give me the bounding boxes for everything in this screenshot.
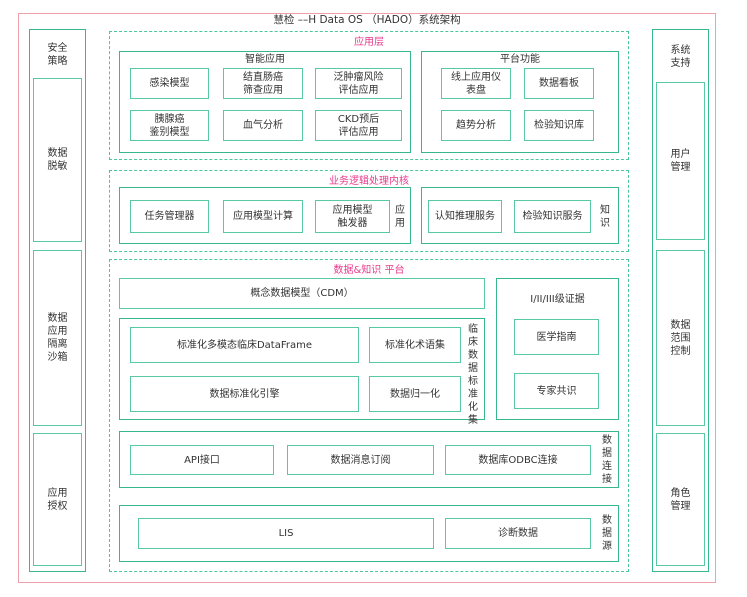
pan-tumor-risk-box: 泛肿瘤风险 评估应用: [315, 68, 402, 99]
data-board-box: 数据看板: [524, 68, 594, 99]
ckd-prognosis-box: CKD预后 评估应用: [315, 110, 402, 141]
role-management-box: 角色 管理: [656, 433, 705, 566]
terminology-set-box: 标准化术语集: [369, 327, 461, 363]
system-support-heading: 系统 支持: [670, 45, 691, 69]
dashboard-online-box: 线上应用仪 表盘: [441, 68, 511, 99]
app-authorization-box: 应用 授权: [33, 433, 82, 566]
lis-box: LIS: [138, 518, 434, 549]
cognitive-reasoning-box: 认知推理服务: [428, 200, 502, 233]
expert-consensus-box: 专家共识: [514, 373, 599, 409]
task-manager-box: 任务管理器: [130, 200, 209, 233]
clinical-std-side-label: 临床数据标准化集: [468, 324, 478, 426]
colorectal-screening-box: 结直肠癌 筛查应用: [223, 68, 303, 99]
data-source-side-label: 数据源: [602, 515, 612, 552]
data-normalization-box: 数据归一化: [369, 376, 461, 412]
message-subscription-box: 数据消息订阅: [287, 445, 434, 475]
sandbox-box: 数据 应用 隔离 沙箱: [33, 250, 82, 426]
odbc-connection-box: 数据库ODBC连接: [445, 445, 591, 475]
data-masking-box: 数据 脱敏: [33, 78, 82, 242]
lab-knowledge-service-box: 检验知识服务: [514, 200, 591, 233]
application-layer: [109, 31, 629, 160]
smart-apps-title: 智能应用: [245, 54, 285, 65]
pancreatic-model-box: 胰腺癌 鉴别模型: [130, 110, 209, 141]
model-compute-box: 应用模型计算: [223, 200, 303, 233]
app-group-side-label: 应 用: [395, 205, 405, 229]
infection-model-box: 感染模型: [130, 68, 209, 99]
diagram-title: 慧检 ––H Data OS （HADO）系统架构: [273, 14, 461, 26]
application-layer-label: 应用层: [354, 37, 384, 48]
data-connection-side-label: 数据连接: [602, 435, 612, 485]
lab-knowledge-base-box: 检验知识库: [524, 110, 594, 141]
business-logic-label: 业务逻辑处理内核: [329, 176, 409, 187]
business-logic-layer: [109, 170, 629, 252]
data-knowledge-platform: [109, 259, 629, 572]
outer-frame: [18, 13, 716, 583]
user-management-box: 用户 管理: [656, 82, 705, 240]
standardization-engine-box: 数据标准化引擎: [130, 376, 359, 412]
security-policy-heading: 安全 策略: [47, 43, 68, 67]
evidence-title: I/II/III级证据: [530, 294, 585, 305]
data-scope-control-box: 数据 范围 控制: [656, 250, 705, 426]
diagnosis-data-box: 诊断数据: [445, 518, 591, 549]
api-interface-box: API接口: [130, 445, 274, 475]
trend-analysis-box: 趋势分析: [441, 110, 511, 141]
model-trigger-box: 应用模型 触发器: [315, 200, 390, 233]
clinical-dataframe-box: 标准化多模态临床DataFrame: [130, 327, 359, 363]
medical-guidelines-box: 医学指南: [514, 319, 599, 355]
data-platform-label: 数据&知识 平台: [333, 265, 405, 276]
blood-gas-box: 血气分析: [223, 110, 303, 141]
platform-functions-title: 平台功能: [500, 54, 540, 65]
knowledge-group-side-label: 知 识: [600, 205, 610, 229]
cdm-box: 概念数据模型（CDM）: [119, 278, 485, 309]
